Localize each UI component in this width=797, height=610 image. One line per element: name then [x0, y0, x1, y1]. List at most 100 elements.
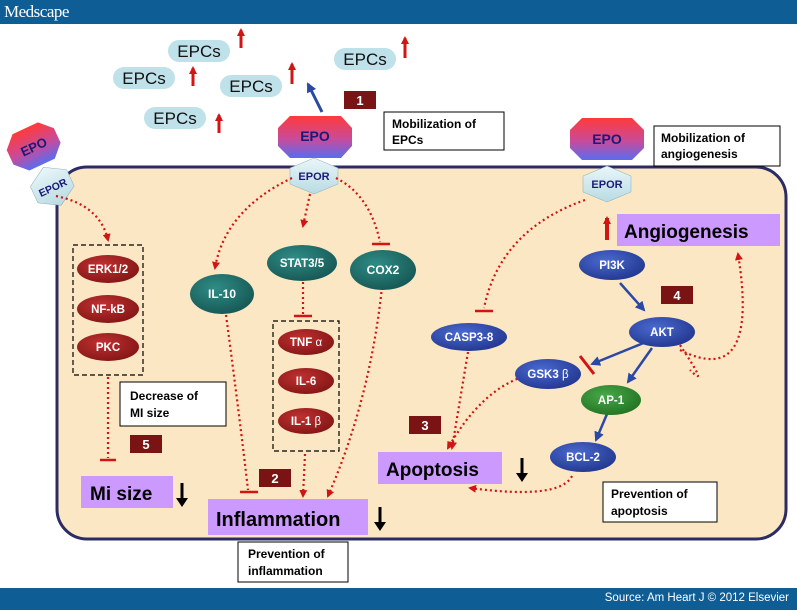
- node-il10: IL-10: [190, 274, 254, 314]
- svg-text:IL-6: IL-6: [296, 376, 316, 388]
- svg-text:5: 5: [142, 437, 149, 452]
- svg-text:Prevention of: Prevention of: [611, 487, 689, 501]
- epcs-cell: EPCs: [220, 62, 296, 97]
- svg-text:apoptosis: apoptosis: [611, 504, 668, 518]
- epo-receptor-center: EPO EPOR: [278, 116, 352, 195]
- medscape-logo: Medscape: [4, 2, 69, 21]
- outcome-angiogenesis: Angiogenesis: [617, 214, 780, 246]
- epcs-cell: EPCs: [113, 66, 197, 89]
- node-ap1: AP-1: [581, 385, 641, 415]
- step-badge-1: 1: [344, 91, 376, 109]
- epo-molecule: [570, 118, 644, 160]
- svg-text:3: 3: [421, 418, 428, 433]
- pathway-lines: [55, 177, 743, 498]
- source-credit: Source: Am Heart J © 2012 Elsevier: [604, 592, 789, 604]
- epo-molecule: [278, 116, 352, 158]
- epcs-cell: EPCs: [144, 107, 223, 133]
- node-il1-beta: IL-1 β: [278, 408, 334, 434]
- footer-bar: Source: Am Heart J © 2012 Elsevier: [0, 588, 797, 610]
- node-pi3k: PI3K: [579, 250, 645, 280]
- node-gsk3-beta: GSK3 β: [515, 359, 581, 389]
- svg-text:PKC: PKC: [96, 342, 120, 354]
- svg-text:Prevention of: Prevention of: [248, 547, 326, 561]
- epcs-cluster: EPCs EPCs EPCs EPCs EPCs: [113, 28, 409, 133]
- node-akt: AKT: [629, 317, 695, 347]
- akt-pathway-arrows: [590, 282, 654, 442]
- dashed-group-cytokines: [272, 320, 340, 452]
- epo-receptor-left: EPO EPOR: [6, 122, 75, 206]
- svg-text:BCL-2: BCL-2: [566, 452, 600, 464]
- header-bar: Medscape: [0, 0, 797, 24]
- svg-text:Decrease of: Decrease of: [130, 389, 199, 403]
- gsk-inhibition-bar: [578, 355, 596, 375]
- svg-text:Angiogenesis: Angiogenesis: [624, 222, 749, 243]
- svg-text:EPCs: EPCs: [122, 69, 165, 88]
- epor-receptor: [289, 157, 339, 195]
- node-stat35: STAT3/5: [267, 245, 337, 281]
- outcome-inflammation: Inflammation: [208, 499, 386, 535]
- outcome-apoptosis: Apoptosis: [378, 452, 528, 484]
- svg-text:TNF α: TNF α: [290, 337, 323, 349]
- svg-text:Apoptosis: Apoptosis: [386, 460, 479, 481]
- node-il6: IL-6: [278, 368, 334, 394]
- svg-text:4: 4: [673, 288, 681, 303]
- svg-text:Inflammation: Inflammation: [216, 509, 340, 531]
- dashed-group-kinases: [72, 244, 144, 376]
- svg-text:CASP3-8: CASP3-8: [445, 332, 494, 344]
- node-erk12: ERK1/2: [77, 255, 139, 283]
- step-badge-2: 2: [259, 469, 291, 487]
- epcs-cell: EPCs: [168, 28, 245, 62]
- svg-text:EPCs: EPCs: [343, 50, 386, 69]
- callout-mobilization-epcs: Mobilization of EPCs: [383, 111, 505, 151]
- svg-text:IL-1 β: IL-1 β: [291, 416, 322, 428]
- svg-text:AKT: AKT: [650, 327, 674, 339]
- inhibition-bars: [100, 242, 493, 494]
- svg-text:AP-1: AP-1: [598, 395, 625, 407]
- svg-text:IL-10: IL-10: [208, 287, 236, 301]
- svg-text:GSK3 β: GSK3 β: [527, 369, 569, 381]
- svg-text:1: 1: [356, 93, 363, 108]
- svg-text:MI size: MI size: [130, 406, 170, 420]
- svg-text:EPOR: EPOR: [298, 171, 329, 183]
- svg-text:Mobilization of: Mobilization of: [392, 117, 477, 131]
- svg-text:Mi size: Mi size: [90, 484, 152, 505]
- epor-receptor: [30, 166, 75, 206]
- epo-receptor-right: EPO EPOR: [570, 118, 644, 203]
- node-casp38: CASP3-8: [431, 323, 507, 351]
- svg-text:NF-kB: NF-kB: [91, 304, 125, 316]
- callout-prevention-inflammation: Prevention of inflammation: [237, 541, 349, 583]
- node-nfkb: NF-kB: [77, 295, 139, 323]
- node-bcl2: BCL-2: [550, 442, 616, 472]
- svg-text:EPCs: EPCs: [229, 77, 272, 96]
- svg-text:COX2: COX2: [367, 263, 400, 277]
- step-badge-4: 4: [661, 286, 693, 304]
- callout-mobilization-angiogenesis: Mobilization of angiogenesis: [653, 125, 781, 167]
- svg-text:EPCs: EPCs: [177, 42, 220, 61]
- step-badge-3: 3: [409, 416, 441, 434]
- epo-molecule: [6, 122, 61, 171]
- svg-text:STAT3/5: STAT3/5: [280, 258, 325, 270]
- svg-text:EPO: EPO: [300, 128, 330, 144]
- svg-text:EPOR: EPOR: [591, 179, 622, 191]
- node-pkc: PKC: [77, 333, 139, 361]
- svg-text:angiogenesis: angiogenesis: [661, 147, 738, 161]
- node-cox2: COX2: [350, 250, 416, 290]
- svg-text:EPCs: EPCs: [153, 109, 196, 128]
- svg-text:2: 2: [271, 471, 278, 486]
- svg-text:ERK1/2: ERK1/2: [88, 264, 128, 276]
- svg-text:inflammation: inflammation: [248, 564, 323, 578]
- epor-receptor: [582, 165, 632, 203]
- svg-text:PI3K: PI3K: [599, 260, 625, 272]
- outcome-mi-size: Mi size: [81, 476, 188, 508]
- callout-decrease-mi-size: Decrease of MI size: [119, 381, 227, 427]
- mobilization-arrow: [306, 82, 324, 113]
- step-badge-5: 5: [130, 435, 162, 453]
- svg-text:EPCs: EPCs: [392, 133, 424, 147]
- svg-text:Mobilization of: Mobilization of: [661, 131, 746, 145]
- svg-text:EPO: EPO: [592, 131, 622, 147]
- node-tnf-alpha: TNF α: [278, 329, 334, 355]
- epcs-cell: EPCs: [334, 36, 409, 70]
- callout-prevention-apoptosis: Prevention of apoptosis: [602, 481, 718, 523]
